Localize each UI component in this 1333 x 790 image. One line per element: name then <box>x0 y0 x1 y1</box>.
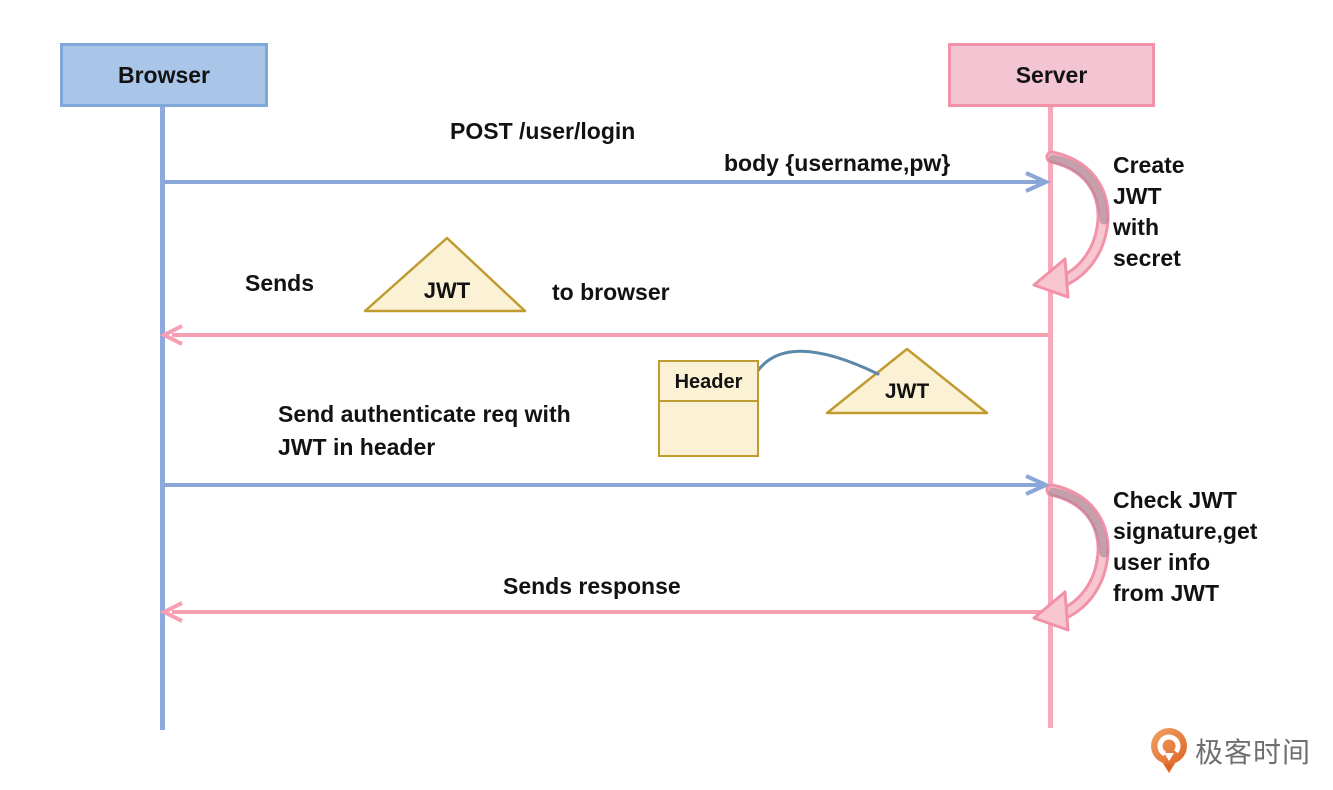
self-loop-check-jwt-icon <box>1032 483 1110 632</box>
actor-browser-label: Browser <box>117 61 211 88</box>
jwt-token-1-label: JWT <box>423 278 471 303</box>
geektime-logo: 极客时间 <box>1148 726 1311 776</box>
note-check-jwt-label: Check JWT signature,get user info from J… <box>1113 487 1258 606</box>
message-sends-suffix-label: to browser <box>552 279 670 305</box>
self-loop2-arrowhead-icon <box>1032 590 1070 632</box>
actor-server: Server <box>948 43 1155 107</box>
http-header-box: Header <box>658 360 759 457</box>
arrow-auth-request-head-icon <box>1025 474 1051 496</box>
message-post-login-label: POST /user/login <box>450 118 636 144</box>
http-header-box-title: Header <box>660 362 757 402</box>
message-post-body-label: body {username,pw} <box>724 150 951 176</box>
arrow-sends-jwt-head-icon <box>159 324 183 346</box>
message-sends-response-label: Sends response <box>503 573 681 599</box>
actor-server-label: Server <box>1015 61 1088 88</box>
logo-circle <box>1151 728 1187 764</box>
actor-browser: Browser <box>60 43 268 107</box>
http-header-box-body <box>660 402 757 455</box>
self-loop-create-jwt-icon <box>1032 150 1110 299</box>
message-auth-request-label: Send authenticate req with JWT in header <box>278 401 571 460</box>
logo-q-arrow <box>1164 753 1174 761</box>
geektime-q-pin-icon <box>1151 728 1187 773</box>
header-jwt-connector-curve <box>755 349 880 376</box>
jwt-token-2-label: JWT <box>884 380 930 403</box>
self-loop1-shadow <box>1048 154 1109 225</box>
jwt-token-triangle-1-icon <box>363 236 527 313</box>
message-sends-prefix-label: Sends <box>245 270 315 296</box>
arrow-sends-response-head-icon <box>159 601 183 623</box>
arrow-post-login-head-icon <box>1025 171 1051 193</box>
note-create-jwt-label: Create JWT with secret <box>1113 152 1185 271</box>
jwt-token-triangle-2-icon <box>825 347 989 415</box>
geektime-logo-text: 极客时间 <box>1195 737 1312 768</box>
self-loop2-shadow <box>1048 487 1109 558</box>
self-loop1-arrowhead-icon <box>1032 257 1070 299</box>
